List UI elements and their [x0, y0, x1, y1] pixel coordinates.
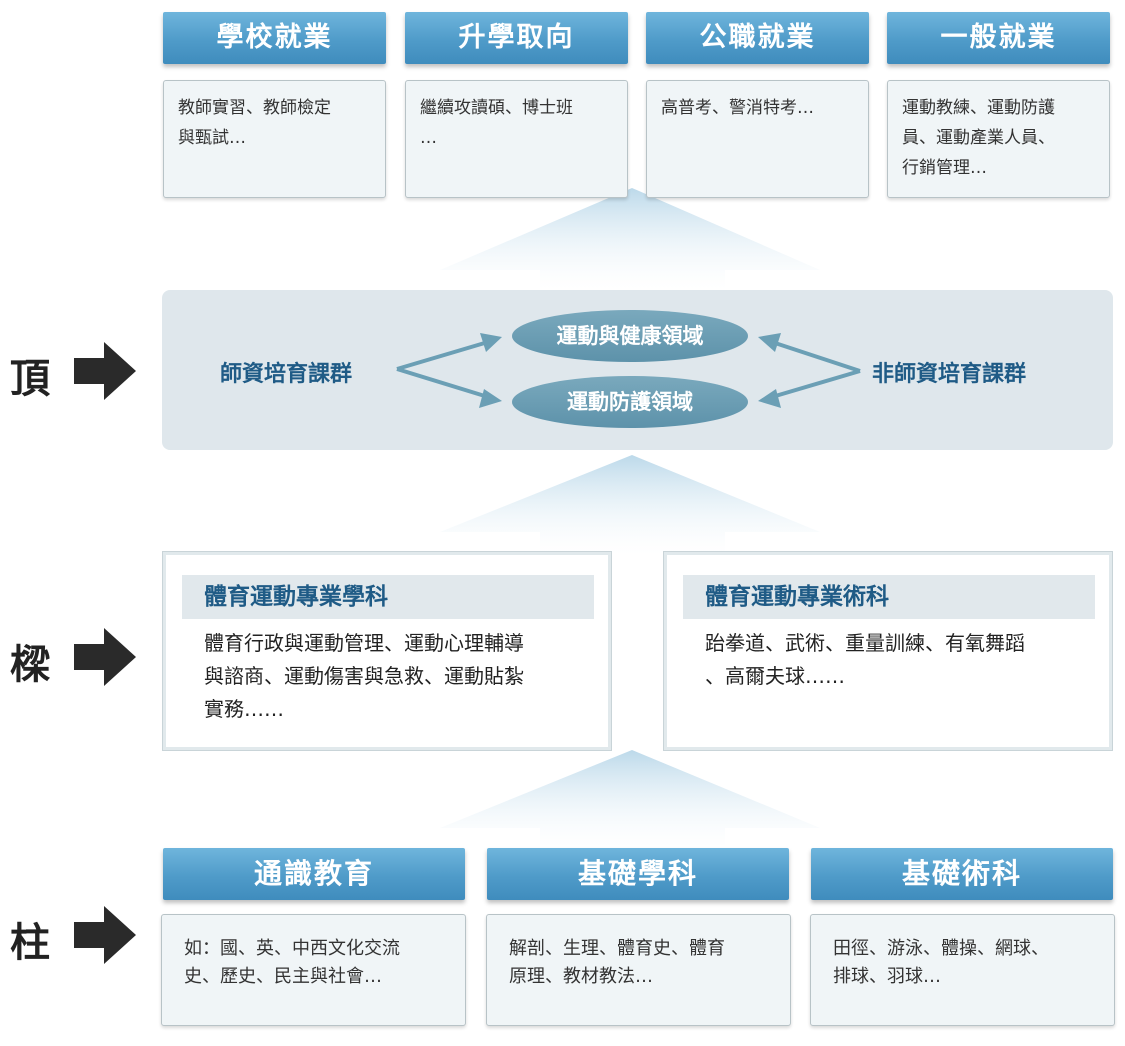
base-box-basic-academic: 解剖、生理、體育史、體育 原理、教材教法… — [486, 914, 791, 1026]
career-header-school: 學校就業 — [163, 12, 386, 64]
right-arrow-icon — [74, 628, 136, 686]
career-header-general: 一般就業 — [887, 12, 1110, 64]
career-box-school: 教師實習、教師檢定 與甄試… — [163, 80, 386, 198]
right-arrow-icon — [74, 906, 136, 964]
up-arrow-bottom — [440, 750, 820, 848]
beam-text-technical: 跆拳道、武術、重量訓練、有氧舞蹈 、高爾夫球…… — [705, 631, 1025, 688]
career-box-civil-service: 高普考、警消特考… — [646, 80, 869, 198]
career-header-civil-service: 公職就業 — [646, 12, 869, 64]
beam-text-academic: 體育行政與運動管理、運動心理輔導 與諮商、運動傷害與急救、運動貼紮 實務…… — [204, 631, 524, 721]
beam-title-academic: 體育運動專業學科 — [182, 575, 594, 619]
right-arrow-icon — [74, 342, 136, 400]
up-arrow-top — [440, 188, 820, 290]
up-arrow-middle — [440, 455, 820, 555]
non-teacher-training-group: 非師資培育課群 — [872, 362, 1027, 387]
career-header-further-study: 升學取向 — [405, 12, 628, 64]
career-box-further-study: 繼續攻讀碩、博士班 … — [405, 80, 628, 198]
oval-athletic-training-domain: 運動防護領域 — [512, 376, 748, 428]
career-box-general: 運動教練、運動防護 員、運動產業人員、 行銷管理… — [887, 80, 1110, 198]
base-header-basic-academic: 基礎學科 — [487, 848, 789, 900]
level-label-beam: 樑 — [10, 642, 50, 688]
teacher-training-group: 師資培育課群 — [220, 362, 353, 387]
oval-sport-health-domain: 運動與健康領域 — [512, 310, 748, 362]
base-box-general-education: 如：國、英、中西文化交流 史、歷史、民主與社會… — [161, 914, 466, 1026]
level-label-pillar: 柱 — [10, 920, 50, 966]
level-label-top: 頂 — [10, 356, 50, 402]
beam-title-technical: 體育運動專業術科 — [683, 575, 1095, 619]
beam-box-academic: 體育運動專業學科 體育行政與運動管理、運動心理輔導 與諮商、運動傷害與急救、運動… — [163, 552, 611, 750]
base-header-basic-technical: 基礎術科 — [811, 848, 1113, 900]
base-header-general-education: 通識教育 — [163, 848, 465, 900]
base-box-basic-technical: 田徑、游泳、體操、網球、 排球、羽球… — [810, 914, 1115, 1026]
connector-arrows — [396, 333, 861, 408]
beam-box-technical: 體育運動專業術科 跆拳道、武術、重量訓練、有氧舞蹈 、高爾夫球…… — [664, 552, 1112, 750]
